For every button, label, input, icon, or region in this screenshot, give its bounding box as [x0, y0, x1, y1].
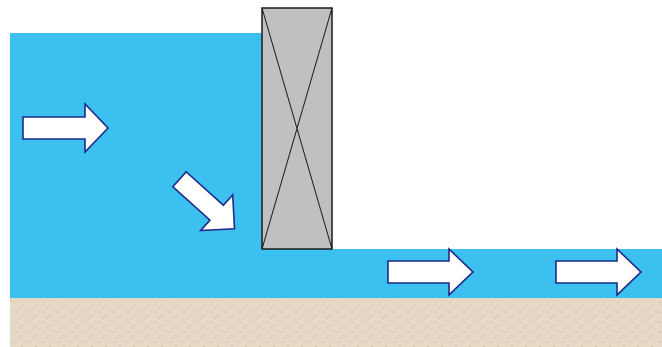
- under-gate-flow-arrow: [171, 170, 236, 232]
- downstream-flow-arrow-2: [555, 247, 643, 297]
- ground-bed: [10, 298, 662, 347]
- upstream-flow-arrow: [22, 102, 110, 154]
- downstream-flow-arrow-1: [387, 247, 475, 297]
- upstream-water: [10, 33, 262, 298]
- sluice-gate: [261, 7, 333, 250]
